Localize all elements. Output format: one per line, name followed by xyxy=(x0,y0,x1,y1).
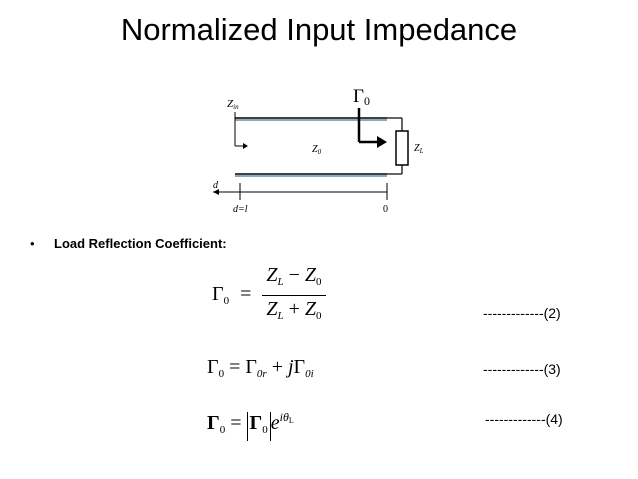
zin-label: Zin xyxy=(227,98,239,111)
equation-2-label: -------------(2) xyxy=(483,305,561,321)
bullet-dot: • xyxy=(30,236,35,251)
dl-label: d=l xyxy=(233,204,248,215)
gamma-arrow-head xyxy=(377,136,387,148)
slide-title: Normalized Input Impedance xyxy=(120,12,518,47)
load-resistor xyxy=(395,130,409,166)
eq4-abs: Γ0 xyxy=(246,412,271,441)
equation-4-label: -------------(4) xyxy=(485,411,563,427)
d-axis-arrow-head xyxy=(213,189,219,195)
bullet-text: Load Reflection Coefficient: xyxy=(54,236,227,251)
eq2-lhs-sub: 0 xyxy=(223,295,230,308)
eq2-numerator: ZL − Z0 xyxy=(262,262,326,296)
eq2-equals: = xyxy=(240,283,252,306)
equation-3-label: -------------(3) xyxy=(483,361,561,377)
equation-2: Γ0 = ZL − Z0 ZL + Z0 xyxy=(212,262,326,329)
zl-label: ZL xyxy=(414,143,424,155)
eq2-denominator: ZL + Z0 xyxy=(266,298,322,322)
equation-3: Γ0 = Γ0r + jΓ0i xyxy=(207,356,314,380)
transmission-line-diagram: Γ0 Zin Z0 ZL d d=l 0 xyxy=(213,86,424,215)
z0-label: Z0 xyxy=(312,144,322,156)
zin-arrow-head xyxy=(243,143,248,149)
zero-label: 0 xyxy=(383,204,388,215)
eq2-fraction: ZL − Z0 ZL + Z0 xyxy=(262,262,326,329)
gamma-label: Γ0 xyxy=(353,86,370,108)
eq2-lhs: Γ xyxy=(212,283,224,306)
d-label: d xyxy=(213,180,219,191)
bullet-load-reflection: • Load Reflection Coefficient: xyxy=(30,236,227,251)
